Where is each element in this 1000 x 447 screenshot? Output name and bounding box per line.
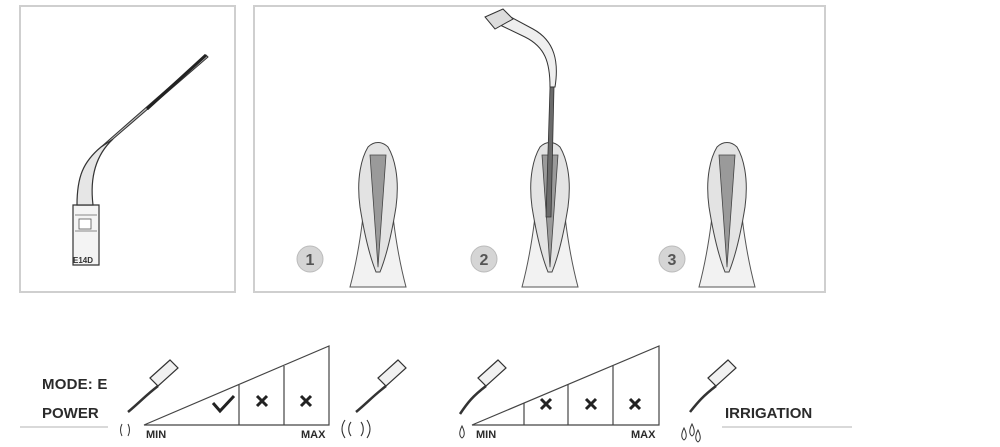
power-level-3-cross-icon xyxy=(299,394,313,408)
tip-code-label: E14D xyxy=(73,256,93,265)
handpiece-icon-power-min xyxy=(120,359,179,437)
power-underline xyxy=(20,426,108,428)
scaler-tip-illustration: E14D xyxy=(72,53,209,266)
handpiece-icon-irrigation-min xyxy=(458,359,507,439)
tip-panel: E14D xyxy=(19,5,236,293)
step-number-3: 3 xyxy=(668,252,677,269)
step-badge-2: 2 xyxy=(470,245,498,273)
irrigation-min-label: MIN xyxy=(476,429,497,441)
irrigation-underline xyxy=(722,426,852,428)
step-number-1: 1 xyxy=(306,252,315,269)
irrigation-level-1-cross-icon xyxy=(539,397,553,411)
step-badge-3: 3 xyxy=(658,245,686,273)
handpiece-icon-power-max xyxy=(341,359,407,439)
irrigation-label: IRRIGATION xyxy=(725,405,813,422)
irrigation-max-label: MAX xyxy=(631,429,656,441)
handpiece-icon-irrigation-max xyxy=(681,359,737,443)
step-number-2: 2 xyxy=(480,252,489,269)
mode-label: MODE: E xyxy=(42,376,108,393)
steps-illustration: 1 2 3 xyxy=(296,8,756,288)
step-badge-1: 1 xyxy=(296,245,324,273)
irrigation-level-2-cross-icon xyxy=(584,397,598,411)
irrigation-level-3-cross-icon xyxy=(628,397,642,411)
power-level-2-cross-icon xyxy=(255,394,269,408)
power-level-1-check-icon xyxy=(211,394,236,414)
power-scale xyxy=(143,345,330,426)
power-min-label: MIN xyxy=(146,429,167,441)
power-label: POWER xyxy=(42,405,99,422)
irrigation-scale xyxy=(471,345,660,426)
power-max-label: MAX xyxy=(301,429,326,441)
steps-panel: 1 2 3 xyxy=(253,5,826,293)
